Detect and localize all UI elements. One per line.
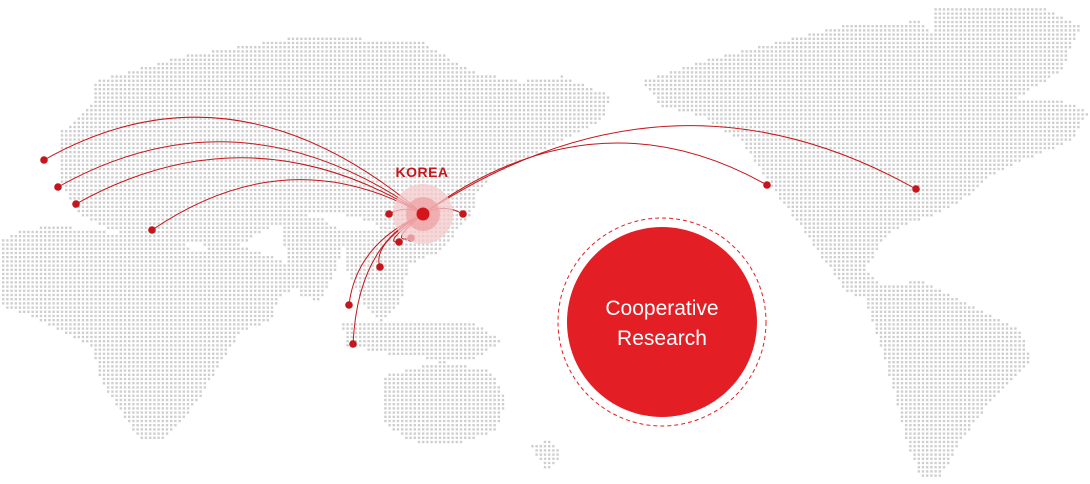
connection-arc [43,116,424,215]
connection-arc [151,179,424,231]
partner-location-dot [395,238,403,246]
badge-title-line1: Cooperative [605,297,718,320]
connection-arc [422,142,768,215]
world-dot-map [2,8,1088,477]
connection-arc [57,141,424,215]
korea-label: KOREA [395,164,448,180]
partner-location-dot [72,200,80,208]
badge-title-line2: Research [617,327,707,350]
partner-location-dot [763,181,771,189]
partner-location-dot [40,156,48,164]
connection-arc [75,157,424,215]
partner-location-dot [385,210,393,218]
partner-location-dot [148,226,156,234]
partner-location-dot [345,301,353,309]
partner-location-dot [349,340,357,348]
partner-location-dot [376,263,384,271]
korea-hub-marker [393,184,453,244]
partner-location-dot [912,185,920,193]
partner-location-dot [459,210,467,218]
korea-hub-dot [416,207,430,221]
partner-location-dot [54,183,62,191]
badge-dashed-ring [557,217,767,427]
badge-circle [567,227,757,417]
cooperative-research-badge: Cooperative Research [557,217,767,427]
connection-arc [422,125,917,215]
